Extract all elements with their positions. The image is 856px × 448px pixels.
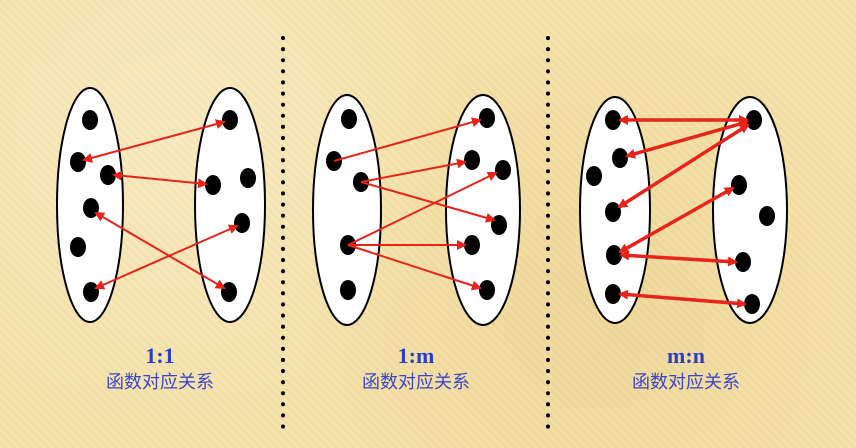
mapping-arrow (347, 244, 482, 291)
panel-many-to-many (579, 96, 788, 324)
mapping-arrow (82, 119, 226, 163)
ratio-label: 1:1 (145, 343, 175, 368)
mapping-arrow (333, 117, 482, 162)
element-dot (240, 168, 256, 188)
element-dot (605, 284, 621, 304)
codomain-set (712, 96, 788, 324)
element-dot (605, 202, 621, 222)
mapping-arrow (360, 158, 467, 183)
codomain-set (445, 94, 521, 326)
element-dot (479, 280, 495, 300)
element-dot (744, 294, 760, 314)
caption-many-to-many: m:n 函数对应关系 (566, 343, 806, 395)
element-dot (479, 108, 495, 128)
element-dot (70, 237, 86, 257)
element-dot (464, 235, 480, 255)
element-dot (746, 110, 762, 130)
element-dot (341, 109, 357, 129)
caption-text: 函数对应关系 (632, 372, 740, 393)
panel-one-to-one (56, 87, 266, 323)
element-dot (100, 165, 116, 185)
mapping-arrow (360, 181, 496, 223)
element-dot (759, 206, 775, 226)
caption-text: 函数对应关系 (106, 372, 214, 393)
element-dot (205, 175, 221, 195)
element-dot (612, 148, 628, 168)
ratio-label: m:n (667, 343, 705, 368)
mapping-arrow (619, 250, 738, 267)
element-dot (606, 245, 622, 265)
mapping-arrow (618, 186, 735, 254)
element-dot (586, 166, 602, 186)
mapping-arrow (618, 289, 747, 309)
mapping-arrow (347, 172, 498, 246)
caption-text: 函数对应关系 (362, 372, 470, 393)
element-dot (340, 280, 356, 300)
mapping-arrow (112, 170, 208, 189)
element-dot (234, 213, 250, 233)
element-dot (735, 252, 751, 272)
element-dot (605, 110, 621, 130)
element-dot (70, 152, 86, 172)
element-dot (222, 110, 238, 130)
element-dot (464, 150, 480, 170)
caption-one-to-one: 1:1 函数对应关系 (40, 343, 280, 395)
ratio-label: 1:m (397, 343, 435, 368)
element-dot (221, 282, 237, 302)
caption-one-to-many: 1:m 函数对应关系 (296, 343, 536, 395)
panel-one-to-many (312, 94, 521, 326)
element-dot (83, 198, 99, 218)
element-dot (491, 215, 507, 235)
element-dot (495, 160, 511, 180)
element-dot (82, 110, 98, 130)
element-dot (83, 282, 99, 302)
mapping-arrow (94, 224, 239, 290)
element-dot (731, 175, 747, 195)
